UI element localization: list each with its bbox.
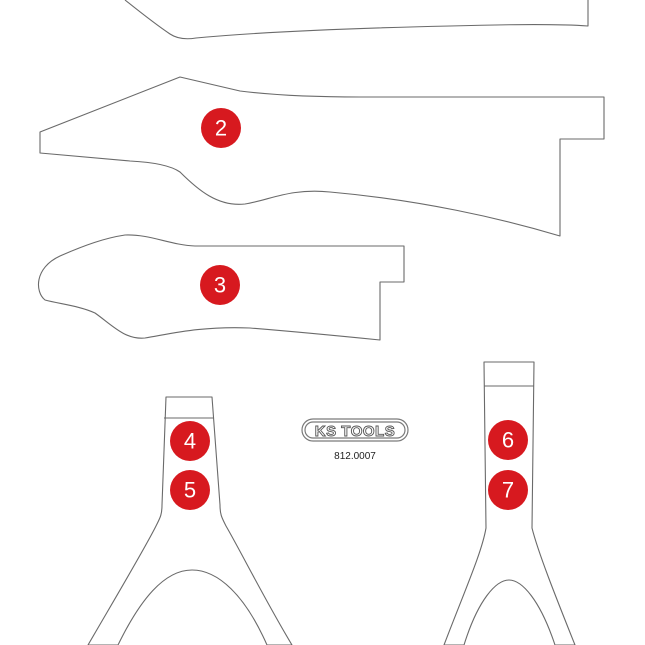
badge-4-label: 4 xyxy=(184,429,196,454)
badge-3-label: 3 xyxy=(214,273,226,298)
badge-7: 7 xyxy=(488,470,528,510)
ks-tools-logo: KS TOOLS xyxy=(301,418,409,442)
part-number: 812.0007 xyxy=(334,451,376,462)
badge-6-label: 6 xyxy=(502,428,514,453)
badge-4: 4 xyxy=(170,421,210,461)
badge-3: 3 xyxy=(200,265,240,305)
badge-2-label: 2 xyxy=(215,116,227,141)
badge-5-label: 5 xyxy=(184,478,196,503)
tool-slot-2-outline xyxy=(39,76,605,237)
tool-slot-4-5-outline xyxy=(87,396,293,645)
badge-5: 5 xyxy=(170,470,210,510)
badge-2: 2 xyxy=(201,108,241,148)
badge-6: 6 xyxy=(488,420,528,460)
badge-7-label: 7 xyxy=(502,478,514,503)
logo-text: KS TOOLS xyxy=(315,423,395,440)
tool-slot-1-outline xyxy=(124,0,589,40)
